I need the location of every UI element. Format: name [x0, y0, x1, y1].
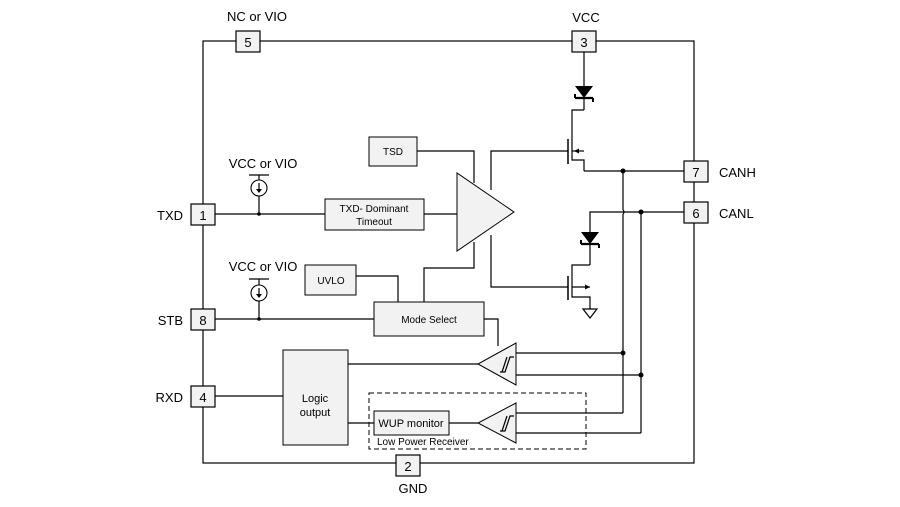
low-power-receiver-region [368, 392, 587, 450]
svg-text:8: 8 [199, 313, 206, 328]
high-side-transistor-icon [567, 139, 584, 164]
pin-5-label: NC or VIO [227, 9, 287, 24]
pin-4-label: RXD [156, 390, 183, 405]
pin-6-label: CANL [719, 206, 754, 221]
txd-dominant-timeout-block: TXD- Dominant Timeout [324, 198, 425, 231]
svg-text:4: 4 [199, 390, 206, 405]
pin-7-label: CANH [719, 165, 756, 180]
svg-text:6: 6 [692, 206, 699, 221]
txd-pullup-current-source-icon [249, 174, 269, 214]
low-side-transistor-icon [567, 276, 590, 300]
wup-receiver-comparator-icon [476, 402, 517, 444]
svg-text:Timeout: Timeout [356, 217, 392, 228]
pin-5: 5 [235, 30, 261, 53]
pin-7: 7 [683, 160, 709, 183]
driver-amplifier-icon [456, 172, 515, 252]
pin-2: 2 [395, 454, 421, 477]
svg-text:2: 2 [404, 459, 411, 474]
svg-text:Mode Select: Mode Select [401, 315, 457, 326]
svg-text:5: 5 [244, 35, 251, 50]
ground-symbol-icon [581, 308, 599, 319]
pin-1-label: TXD [157, 208, 183, 223]
logic-output-block: Logic output [282, 349, 349, 446]
pin-2-label: GND [399, 481, 428, 496]
svg-text:output: output [300, 407, 331, 419]
tsd-block: TSD [368, 136, 418, 167]
svg-text:1: 1 [199, 208, 206, 223]
stb-pullup-current-source-icon [249, 278, 269, 319]
pin-1: 1 [190, 203, 216, 226]
stb-pullup-label: VCC or VIO [229, 259, 298, 274]
pin-6: 6 [683, 201, 709, 224]
pin-3-label: VCC [572, 10, 599, 25]
svg-text:TXD- Dominant: TXD- Dominant [340, 204, 409, 215]
svg-text:TSD: TSD [383, 147, 403, 158]
svg-text:Logic: Logic [302, 393, 329, 405]
receiver-hysteresis-icon [500, 356, 514, 373]
normal-receiver-comparator-icon [476, 342, 517, 386]
wup-monitor-block: WUP monitor [373, 410, 450, 436]
svg-text:UVLO: UVLO [317, 276, 344, 287]
pin-8-label: STB [158, 313, 183, 328]
pin-4: 4 [190, 385, 216, 408]
mode-select-block: Mode Select [373, 301, 485, 337]
uvlo-block: UVLO [304, 264, 357, 296]
svg-text:3: 3 [580, 35, 587, 50]
pin-8: 8 [190, 308, 216, 331]
pin-3: 3 [571, 30, 597, 53]
package-outline [202, 40, 695, 464]
svg-text:WUP monitor: WUP monitor [378, 418, 444, 430]
wup-receiver-hysteresis-icon [500, 415, 514, 432]
txd-pullup-label: VCC or VIO [229, 156, 298, 171]
svg-text:7: 7 [692, 165, 699, 180]
low-power-receiver-label: Low Power Receiver [377, 437, 469, 448]
